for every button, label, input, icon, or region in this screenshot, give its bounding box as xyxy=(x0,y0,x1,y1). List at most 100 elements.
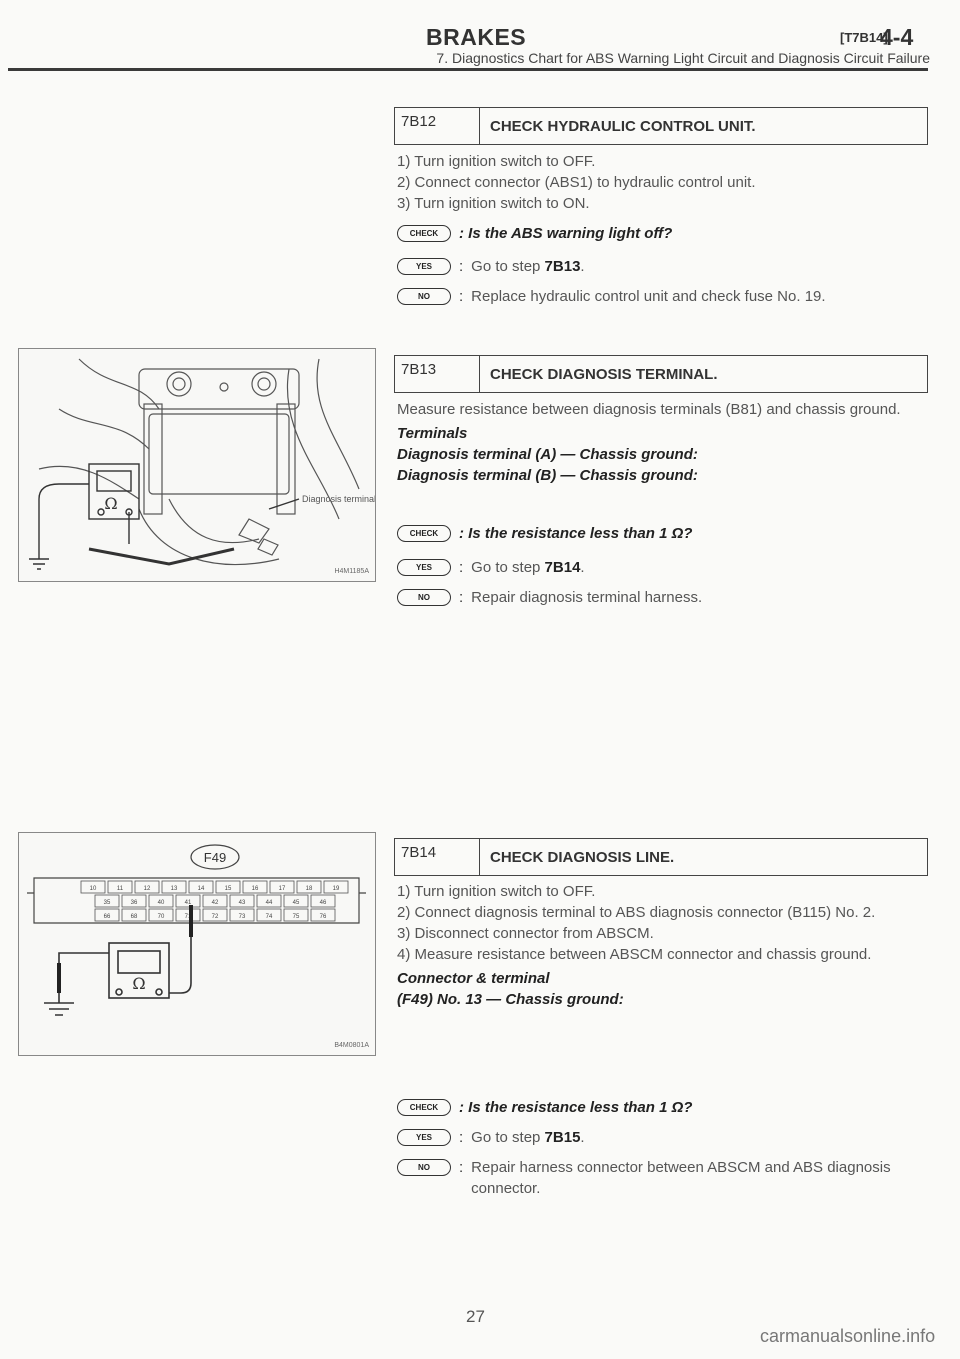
spec-line: Diagnosis terminal (B) — Chassis ground: xyxy=(397,467,698,484)
connector-pin xyxy=(134,880,160,894)
connector-pin-number: 43 xyxy=(239,900,246,906)
no-action: Repair diagnosis terminal harness. xyxy=(471,589,703,606)
connector-pin xyxy=(256,894,282,908)
connector-pin xyxy=(256,908,282,922)
connector-pin-number: 75 xyxy=(293,914,300,920)
connector-pin-number: 68 xyxy=(131,914,138,920)
figure-diagnosis-terminal: Ω Diagnosis terminal H4M1185A xyxy=(18,348,376,582)
no-badge: NO xyxy=(397,288,451,305)
connector-pin xyxy=(121,908,147,922)
no-badge: NO xyxy=(397,1159,451,1176)
connector-pin xyxy=(229,908,255,922)
connector-pin-number: 45 xyxy=(293,900,300,906)
step-header-7b12: 7B12 CHECK HYDRAULIC CONTROL UNIT. xyxy=(394,107,928,145)
header-rule xyxy=(8,68,928,71)
yes-badge: YES xyxy=(397,559,451,576)
check-row: CHECK : Is the resistance less than 1 Ω? xyxy=(397,1097,927,1118)
yes-badge: YES xyxy=(397,258,451,275)
step-number: 7B13 xyxy=(395,356,480,392)
check-badge: CHECK xyxy=(397,225,451,242)
connector-pin xyxy=(94,908,120,922)
connector-pin-number: 11 xyxy=(117,886,124,892)
step-title: CHECK DIAGNOSIS LINE. xyxy=(490,849,675,866)
instruction-line: 4) Measure resistance between ABSCM conn… xyxy=(397,946,872,963)
spec-line: Diagnosis terminal (A) — Chassis ground: xyxy=(397,446,698,463)
connector-pin-number: 70 xyxy=(158,914,165,920)
no-row: NO : Replace hydraulic control unit and … xyxy=(397,286,927,307)
page-number: 27 xyxy=(466,1307,485,1326)
no-badge: NO xyxy=(397,589,451,606)
yes-badge: YES xyxy=(397,1129,451,1146)
figure-code: H4M1185A xyxy=(334,568,369,575)
connector-label: F49 xyxy=(204,850,226,865)
connector-pin xyxy=(175,894,201,908)
yes-action: Go to step 7B13. xyxy=(471,258,585,275)
ohm-symbol: Ω xyxy=(132,974,145,993)
connector-pin xyxy=(229,894,255,908)
no-action: Repair harness connector between ABSCM a… xyxy=(471,1159,891,1197)
connector-pin-number: 72 xyxy=(212,914,219,920)
yes-row: YES : Go to step 7B13. xyxy=(397,256,927,277)
connector-pin-number: 15 xyxy=(225,886,232,892)
section-title: BRAKES xyxy=(426,24,527,50)
engine-bay-illustration: Ω Diagnosis terminal xyxy=(29,358,375,570)
connector-pin-number: 36 xyxy=(131,900,138,906)
connector-pin-number: 10 xyxy=(90,886,97,892)
spec-heading: Terminals xyxy=(397,425,468,442)
connector-pin xyxy=(202,894,228,908)
no-row: NO : Repair harness connector between AB… xyxy=(397,1157,927,1199)
step-number: 7B14 xyxy=(395,839,480,875)
instruction-line: 2) Connect connector (ABS1) to hydraulic… xyxy=(397,174,756,191)
check-row: CHECK : Is the ABS warning light off? xyxy=(397,223,927,244)
connector-pin xyxy=(283,908,309,922)
connector-pin xyxy=(202,908,228,922)
connector-pin-number: 46 xyxy=(320,900,327,906)
yes-row: YES : Go to step 7B15. xyxy=(397,1127,927,1148)
check-question: : Is the ABS warning light off? xyxy=(459,225,673,242)
connector-pin xyxy=(80,880,106,894)
step-instructions: 1) Turn ignition switch to OFF. 2) Conne… xyxy=(397,881,927,1010)
connector-pin-number: 40 xyxy=(158,900,165,906)
connector-pin xyxy=(296,880,322,894)
connector-pin-number: 35 xyxy=(104,900,111,906)
no-row: NO : Repair diagnosis terminal harness. xyxy=(397,587,927,608)
step-instructions: Measure resistance between diagnosis ter… xyxy=(397,399,927,486)
connector-pin-number: 71 xyxy=(185,914,192,920)
instruction-line: 1) Turn ignition switch to OFF. xyxy=(397,153,596,170)
instruction-line: 3) Disconnect connector from ABSCM. xyxy=(397,925,654,942)
connector-pin xyxy=(310,894,336,908)
connector-pin-number: 42 xyxy=(212,900,219,906)
instruction-line: 2) Connect diagnosis terminal to ABS dia… xyxy=(397,904,876,921)
connector-pin xyxy=(215,880,241,894)
connector-pin-number: 73 xyxy=(239,914,246,920)
connector-pin-number: 14 xyxy=(198,886,205,892)
connector-pin xyxy=(148,908,174,922)
callout-diagnosis-terminal: Diagnosis terminal xyxy=(302,494,375,504)
step-title: CHECK HYDRAULIC CONTROL UNIT. xyxy=(490,118,756,135)
yes-row: YES : Go to step 7B14. xyxy=(397,557,927,578)
check-question: : Is the resistance less than 1 Ω? xyxy=(459,525,693,542)
connector-pin xyxy=(94,894,120,908)
connector-pin xyxy=(242,880,268,894)
step-header-7b14: 7B14 CHECK DIAGNOSIS LINE. xyxy=(394,838,928,876)
figure-code: B4M0801A xyxy=(334,1042,369,1049)
connector-pin-number: 41 xyxy=(185,900,192,906)
check-badge: CHECK xyxy=(397,1099,451,1116)
connector-pin-number: 76 xyxy=(320,914,327,920)
instruction-line: Measure resistance between diagnosis ter… xyxy=(397,401,901,418)
instruction-line: 1) Turn ignition switch to OFF. xyxy=(397,883,596,900)
step-title: CHECK DIAGNOSIS TERMINAL. xyxy=(490,366,718,383)
connector-pin-number: 74 xyxy=(266,914,273,920)
page-ref: 4-4 xyxy=(880,24,914,50)
connector-pin-number: 12 xyxy=(144,886,151,892)
check-badge: CHECK xyxy=(397,525,451,542)
section-subtitle: 7. Diagnostics Chart for ABS Warning Lig… xyxy=(436,50,930,66)
connector-pin xyxy=(269,880,295,894)
ohm-symbol: Ω xyxy=(104,494,117,513)
spec-heading: Connector & terminal xyxy=(397,970,550,987)
connector-pin xyxy=(188,880,214,894)
connector-pin-number: 16 xyxy=(252,886,259,892)
